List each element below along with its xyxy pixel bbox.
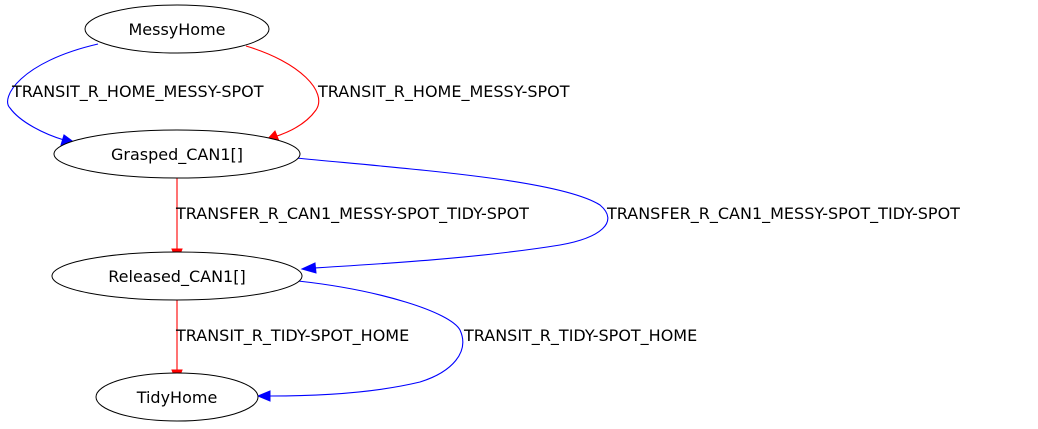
edge-label-grasped-released-red: TRANSFER_R_CAN1_MESSY-SPOT_TIDY-SPOT	[175, 204, 529, 224]
nodes: MessyHome Grasped_CAN1[] Released_CAN1[]…	[51, 4, 303, 422]
edge-labels: TRANSIT_R_HOME_MESSY-SPOT TRANSIT_R_HOME…	[11, 82, 960, 346]
edge-label-released-tidyhome-red: TRANSIT_R_TIDY-SPOT_HOME	[175, 326, 409, 346]
node-tidyhome: TidyHome	[95, 372, 259, 422]
node-messyhome: MessyHome	[84, 4, 270, 54]
node-tidyhome-label: TidyHome	[136, 388, 218, 407]
node-released-can1: Released_CAN1[]	[51, 251, 303, 301]
edge-grasped-released-blue	[295, 157, 609, 269]
node-grasped-can1-ellipse	[53, 129, 301, 179]
edge-messyhome-grasped-red	[245, 45, 320, 138]
edge-label-released-tidyhome-blue: TRANSIT_R_TIDY-SPOT_HOME	[463, 326, 697, 346]
edge-label-messyhome-grasped-red: TRANSIT_R_HOME_MESSY-SPOT	[317, 82, 570, 102]
node-grasped-can1: Grasped_CAN1[]	[53, 129, 301, 179]
edge-label-grasped-released-blue: TRANSFER_R_CAN1_MESSY-SPOT_TIDY-SPOT	[606, 204, 960, 224]
edge-released-tidyhome-blue	[269, 280, 464, 397]
node-grasped-can1-label: Grasped_CAN1[]	[111, 145, 243, 165]
node-released-can1-ellipse	[51, 251, 303, 301]
arrowhead-released-tidyhome-blue	[256, 390, 271, 402]
edge-messyhome-grasped-blue	[7, 43, 99, 141]
arrowhead-grasped-released-blue	[300, 262, 317, 274]
node-messyhome-ellipse	[84, 4, 270, 54]
node-tidyhome-ellipse	[95, 372, 259, 422]
node-messyhome-label: MessyHome	[128, 20, 225, 39]
edge-label-messyhome-grasped-blue: TRANSIT_R_HOME_MESSY-SPOT	[11, 82, 264, 102]
node-released-can1-label: Released_CAN1[]	[108, 267, 245, 287]
